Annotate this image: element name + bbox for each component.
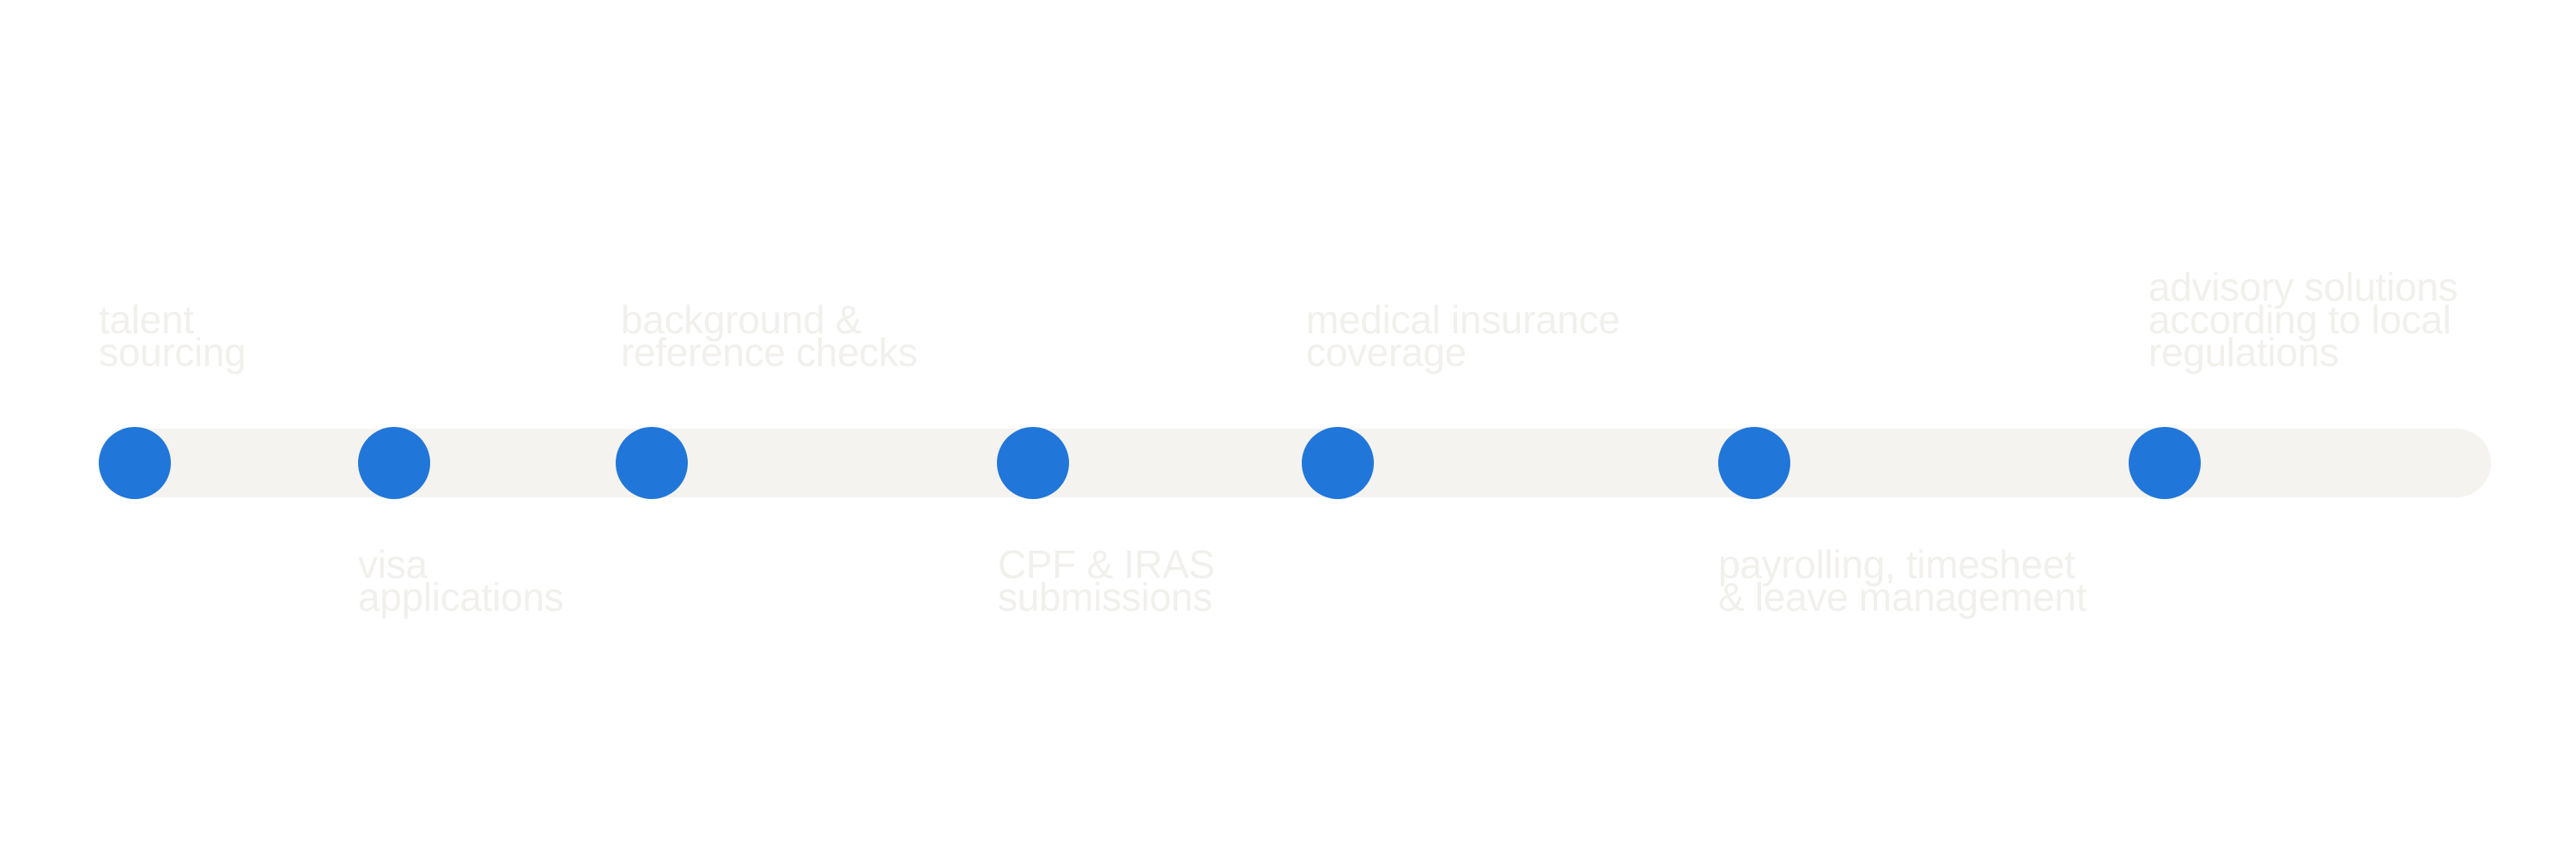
step-marker-talent-sourcing <box>99 427 171 499</box>
step-label-visa-applications: visa applications <box>358 542 564 619</box>
step-label-cpf-iras: CPF & IRAS submissions <box>998 542 1215 619</box>
step-label-talent-sourcing: talent sourcing <box>99 297 246 375</box>
step-marker-background-checks <box>616 427 688 499</box>
step-marker-payrolling <box>1718 427 1790 499</box>
step-marker-medical-insurance <box>1302 427 1374 499</box>
step-label-background-checks: background & reference checks <box>621 297 918 375</box>
step-label-payrolling: payrolling, timesheet & leave management <box>1718 542 2087 619</box>
step-marker-advisory <box>2129 427 2201 499</box>
step-label-advisory: advisory solutions according to local re… <box>2148 265 2458 375</box>
step-label-medical-insurance: medical insurance coverage <box>1306 297 1620 375</box>
timeline-track <box>99 429 2491 497</box>
step-marker-cpf-iras <box>997 427 1069 499</box>
step-marker-visa-applications <box>358 427 430 499</box>
